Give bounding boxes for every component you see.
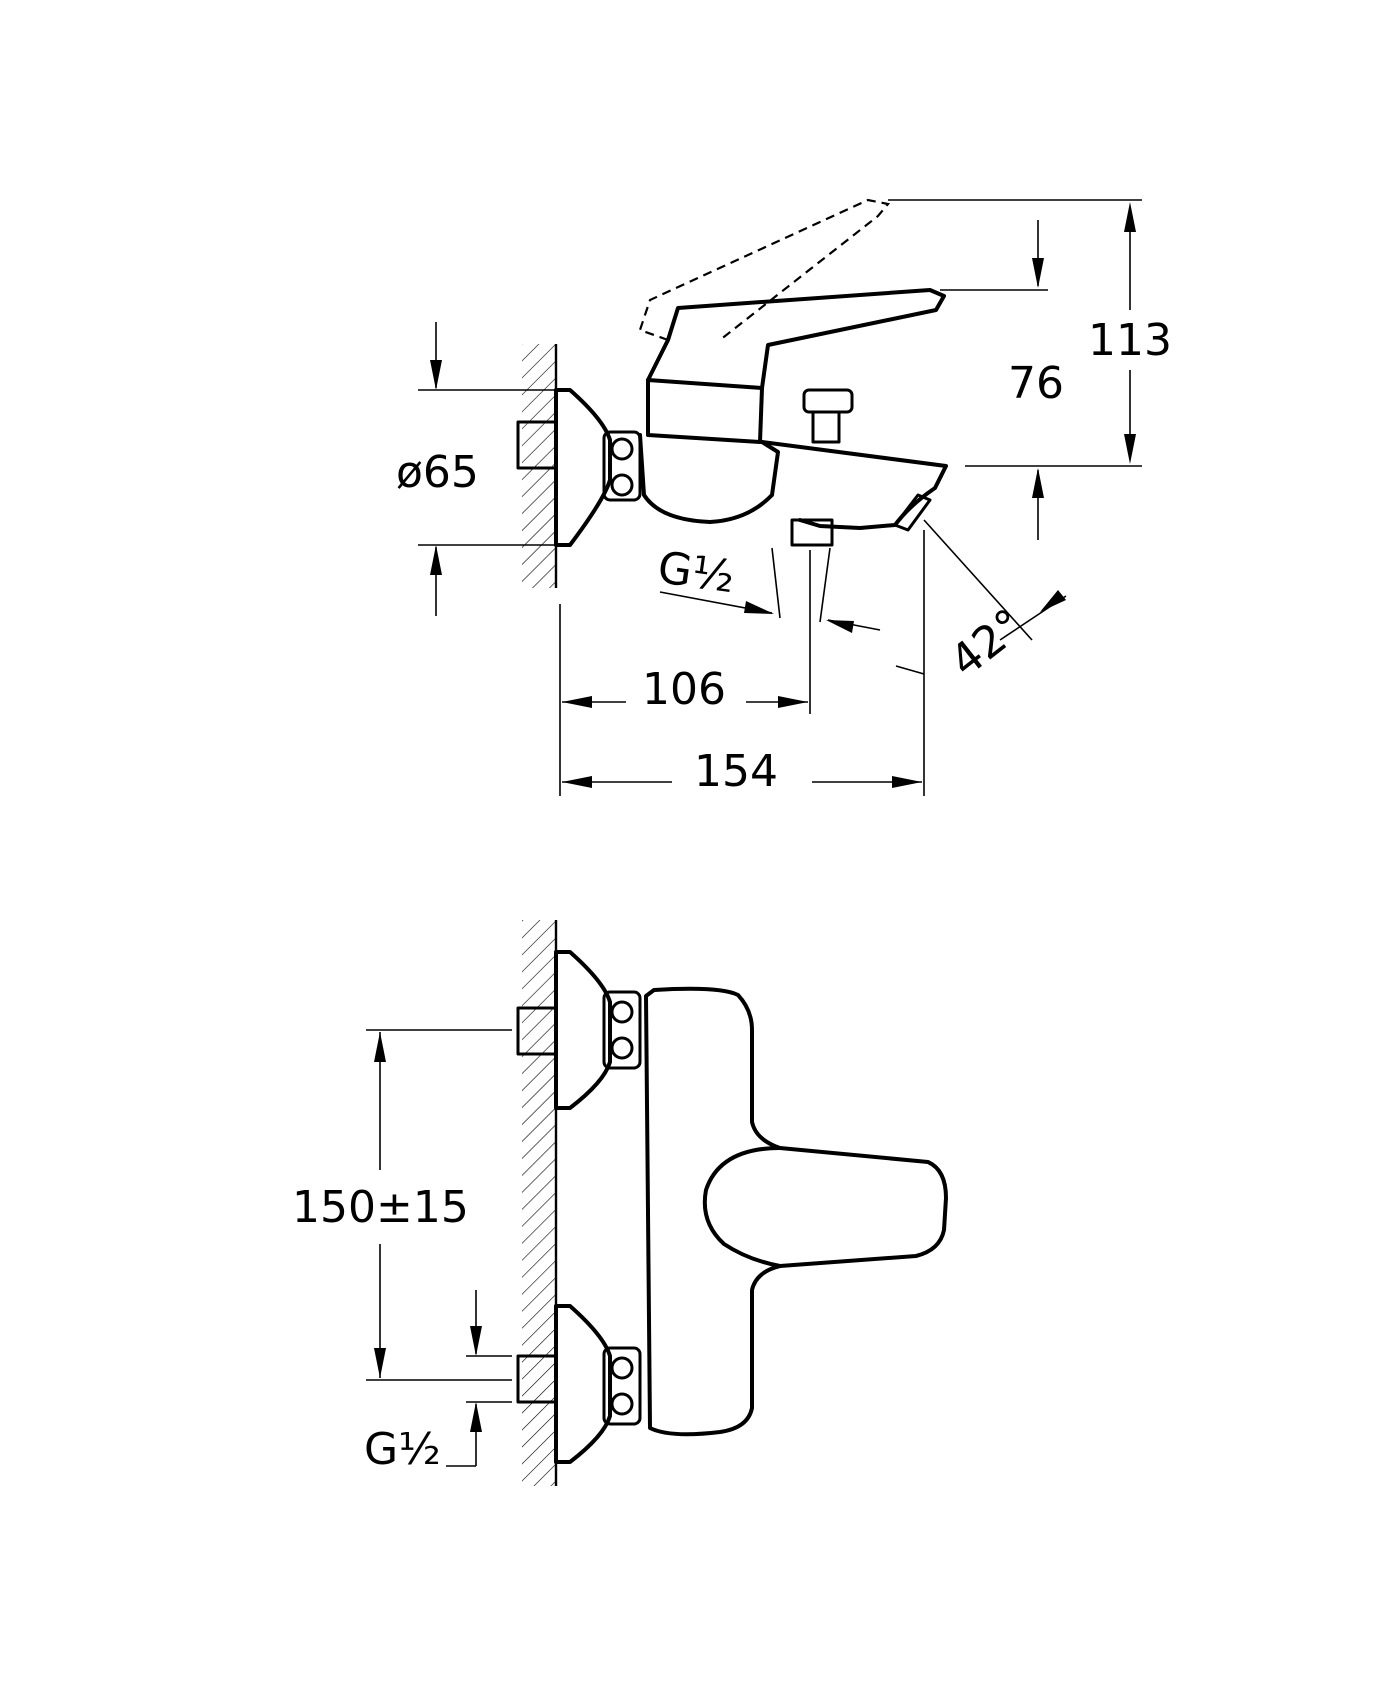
side-lever-open — [638, 198, 891, 342]
side-lever-closed — [646, 288, 946, 390]
side-wall-hatch — [522, 344, 558, 588]
front-view: 150±15 G½ — [292, 920, 948, 1486]
side-view: 113 76 ø65 G½ 42° 106 154 — [396, 198, 1172, 797]
dim-height-lever: 76 — [1008, 358, 1064, 409]
dim-inlet-spacing: 150±15 — [292, 1182, 469, 1233]
side-nut — [602, 430, 642, 502]
dim-angle: 42° — [941, 599, 1034, 687]
front-wall-hatch — [522, 920, 558, 1486]
side-spout — [760, 440, 948, 530]
side-shower-outlet — [790, 518, 834, 547]
side-dimensions — [418, 199, 1142, 796]
side-mixer-body — [646, 378, 764, 444]
front-upper-flange — [554, 950, 612, 1110]
side-diverter-knob — [802, 388, 854, 444]
dim-depth-spout: 106 — [642, 664, 726, 715]
front-lower-nut — [602, 1346, 642, 1426]
front-lower-flange — [554, 1304, 612, 1464]
front-dimensions — [366, 1029, 512, 1467]
front-mixer-body — [644, 986, 948, 1437]
side-aerator — [893, 493, 932, 532]
dim-thread-front: G½ — [364, 1424, 441, 1475]
dim-height-total: 113 — [1088, 315, 1172, 366]
dim-depth-total: 154 — [694, 746, 778, 797]
dim-flange-diameter: ø65 — [396, 447, 479, 498]
front-lever-hub — [702, 1146, 782, 1268]
front-upper-nut — [602, 990, 642, 1070]
side-body-lower — [638, 433, 780, 524]
side-wall-flange — [554, 388, 612, 547]
dim-thread-side: G½ — [655, 542, 738, 603]
